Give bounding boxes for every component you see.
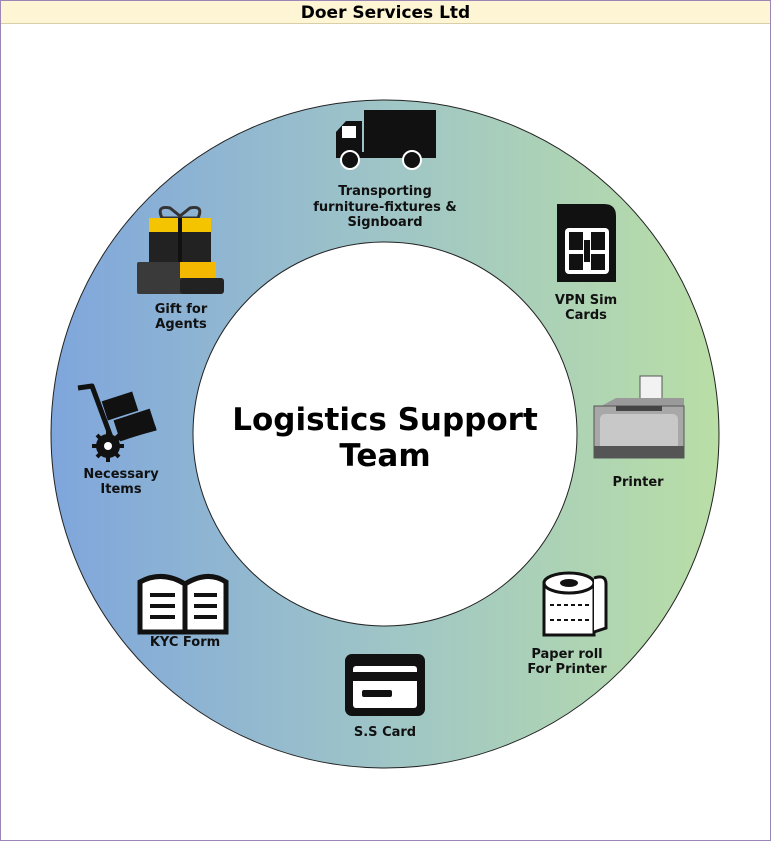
item-label-gift: Gift for Agents <box>155 302 208 332</box>
item-label-sim: VPN Sim Cards <box>555 293 617 323</box>
hand-truck-icon <box>77 383 157 462</box>
svg-text:Printer: Printer <box>612 475 664 490</box>
card-icon <box>345 654 425 716</box>
svg-text:VPN Sim: VPN Sim <box>555 293 617 308</box>
sim-card-icon <box>557 204 616 282</box>
item-label-necessary: Necessary Items <box>83 467 159 497</box>
paper-roll-icon <box>542 571 608 637</box>
svg-text:Agents: Agents <box>155 317 207 332</box>
printer-icon <box>593 375 685 459</box>
center-title-line2: Team <box>339 438 430 474</box>
svg-text:For Printer: For Printer <box>527 662 607 677</box>
svg-text:Gift for: Gift for <box>155 302 208 317</box>
center-title-line1: Logistics Support <box>232 402 538 438</box>
inner-circle <box>192 241 578 627</box>
svg-text:Necessary: Necessary <box>83 467 159 482</box>
item-label-printer: Printer <box>612 475 664 490</box>
truck-icon <box>336 110 436 170</box>
svg-text:Signboard: Signboard <box>347 215 422 230</box>
gift-icon <box>137 206 224 294</box>
item-label-card: S.S Card <box>354 725 416 740</box>
item-label-paper-roll: Paper roll For Printer <box>527 647 607 677</box>
svg-text:S.S Card: S.S Card <box>354 725 416 740</box>
svg-text:Items: Items <box>100 482 141 497</box>
svg-text:Transporting: Transporting <box>338 184 432 199</box>
svg-text:Cards: Cards <box>565 308 607 323</box>
item-label-transport: Transporting furniture-fixtures & Signbo… <box>313 184 456 230</box>
svg-text:furniture-fixtures &: furniture-fixtures & <box>313 200 456 215</box>
item-label-book: KYC Form <box>150 635 220 650</box>
book-icon <box>137 574 229 635</box>
svg-text:Paper roll: Paper roll <box>531 647 602 662</box>
svg-text:KYC Form: KYC Form <box>150 635 220 650</box>
page-title: Doer Services Ltd <box>1 1 770 24</box>
